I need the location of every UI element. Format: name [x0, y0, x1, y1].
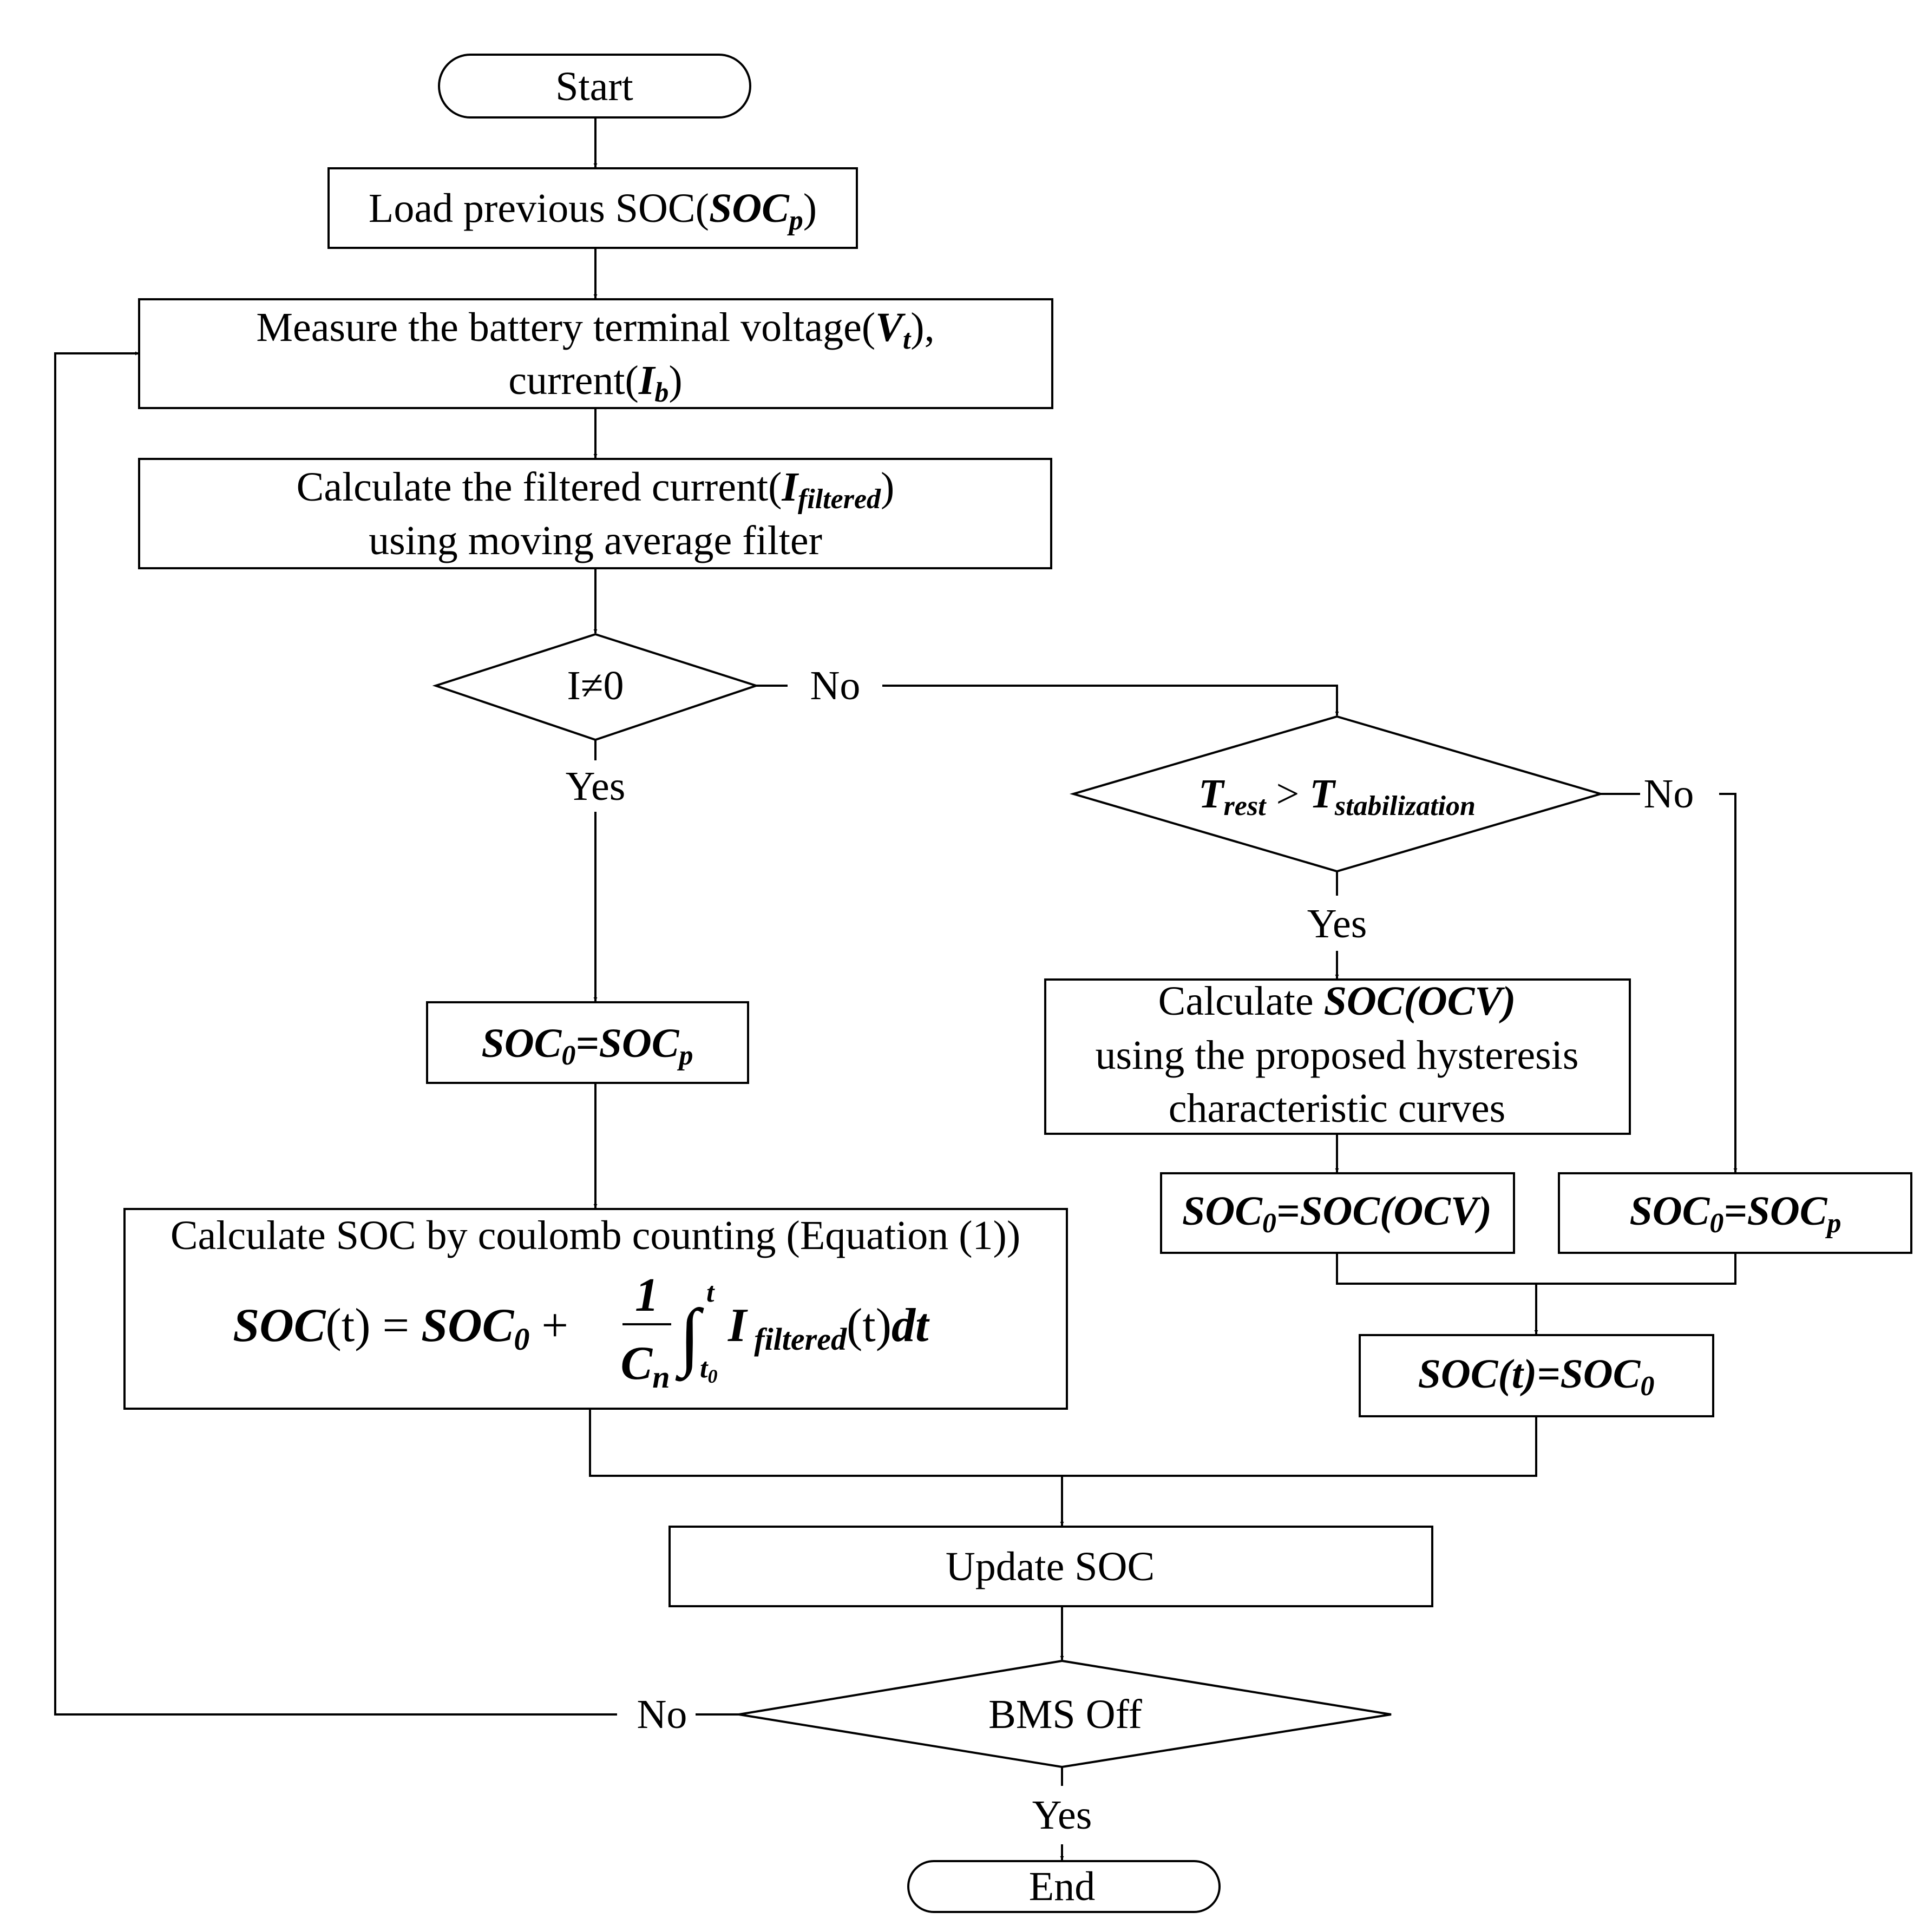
ocv-line1: Calculate SOC(OCV) [1158, 978, 1516, 1024]
arrow-current-no-right [882, 685, 1339, 715]
line-merge-right [1336, 1253, 1736, 1285]
bms-yes-label: Yes [1032, 1792, 1092, 1838]
soc0-soc-p-left-box [426, 1001, 749, 1084]
eq-left-side: SOC(t) = SOC0 + [233, 1299, 568, 1357]
eq-lower-limit: t0 [700, 1353, 717, 1387]
coulomb-box [123, 1208, 1068, 1410]
soc0-soc-p-left-label: SOC0=SOCp [482, 1021, 693, 1071]
filter-box [138, 458, 1052, 569]
current-decision-label: I≠0 [567, 663, 624, 708]
update-soc-label: Update SOC [946, 1544, 1155, 1589]
texts: Start Load previous SOC(SOCp) Measure th… [171, 64, 1841, 1909]
soc0-ocv-label: SOC0=SOC(OCV) [1182, 1188, 1492, 1239]
eq-integral: ∫ [675, 1294, 704, 1382]
coulomb-title: Calculate SOC by coulomb counting (Equat… [171, 1213, 1020, 1258]
current-decision [432, 633, 760, 741]
update-soc-box [668, 1526, 1433, 1607]
soc0-soc-p-right-label: SOC0=SOCp [1630, 1188, 1841, 1239]
soc0-soc-p-right-box [1558, 1172, 1912, 1254]
end-terminal [907, 1860, 1221, 1913]
load-soc-label: Load previous SOC(SOCp) [369, 186, 817, 236]
arrow-bms-no-loop [54, 351, 617, 1716]
line-merge-main [589, 1409, 1537, 1477]
ocv-line3: characteristic curves [1169, 1086, 1505, 1131]
ocv-box [1044, 978, 1631, 1135]
measure-box [138, 298, 1053, 409]
rest-decision-label: Trest > Tstabilization [1198, 771, 1476, 822]
soc-t-label: SOC(t)=SOC0 [1418, 1351, 1655, 1402]
eq-denominator: Cn [621, 1337, 670, 1395]
load-soc-box [327, 167, 858, 249]
ocv-line2: using the proposed hysteresis [1096, 1033, 1579, 1078]
current-yes-label: Yes [566, 764, 626, 809]
start-label: Start [555, 64, 633, 109]
arrow-rest-no [1719, 793, 1738, 1172]
connectors [54, 117, 1738, 1860]
bms-no-label: No [637, 1692, 687, 1737]
bms-off-label: BMS Off [988, 1692, 1142, 1737]
eq-upper-limit: t [706, 1277, 715, 1308]
start-terminal [438, 54, 751, 119]
filter-line1: Calculate the filtered current(Ifiltered… [297, 464, 895, 515]
current-no-label: No [810, 663, 861, 708]
bms-off-decision [738, 1659, 1392, 1769]
rest-no-label: No [1644, 771, 1694, 817]
end-label: End [1029, 1864, 1095, 1909]
filter-line2: using moving average filter [369, 518, 822, 563]
measure-line2: current(Ib) [508, 358, 682, 408]
eq-numerator: 1 [635, 1269, 659, 1322]
soc0-ocv-box [1160, 1172, 1515, 1254]
rest-decision [1069, 715, 1605, 873]
measure-line1: Measure the battery terminal voltage(Vt)… [256, 305, 934, 355]
shapes [123, 54, 1912, 1913]
soc-t-box [1359, 1334, 1714, 1417]
rest-yes-label: Yes [1307, 901, 1367, 947]
